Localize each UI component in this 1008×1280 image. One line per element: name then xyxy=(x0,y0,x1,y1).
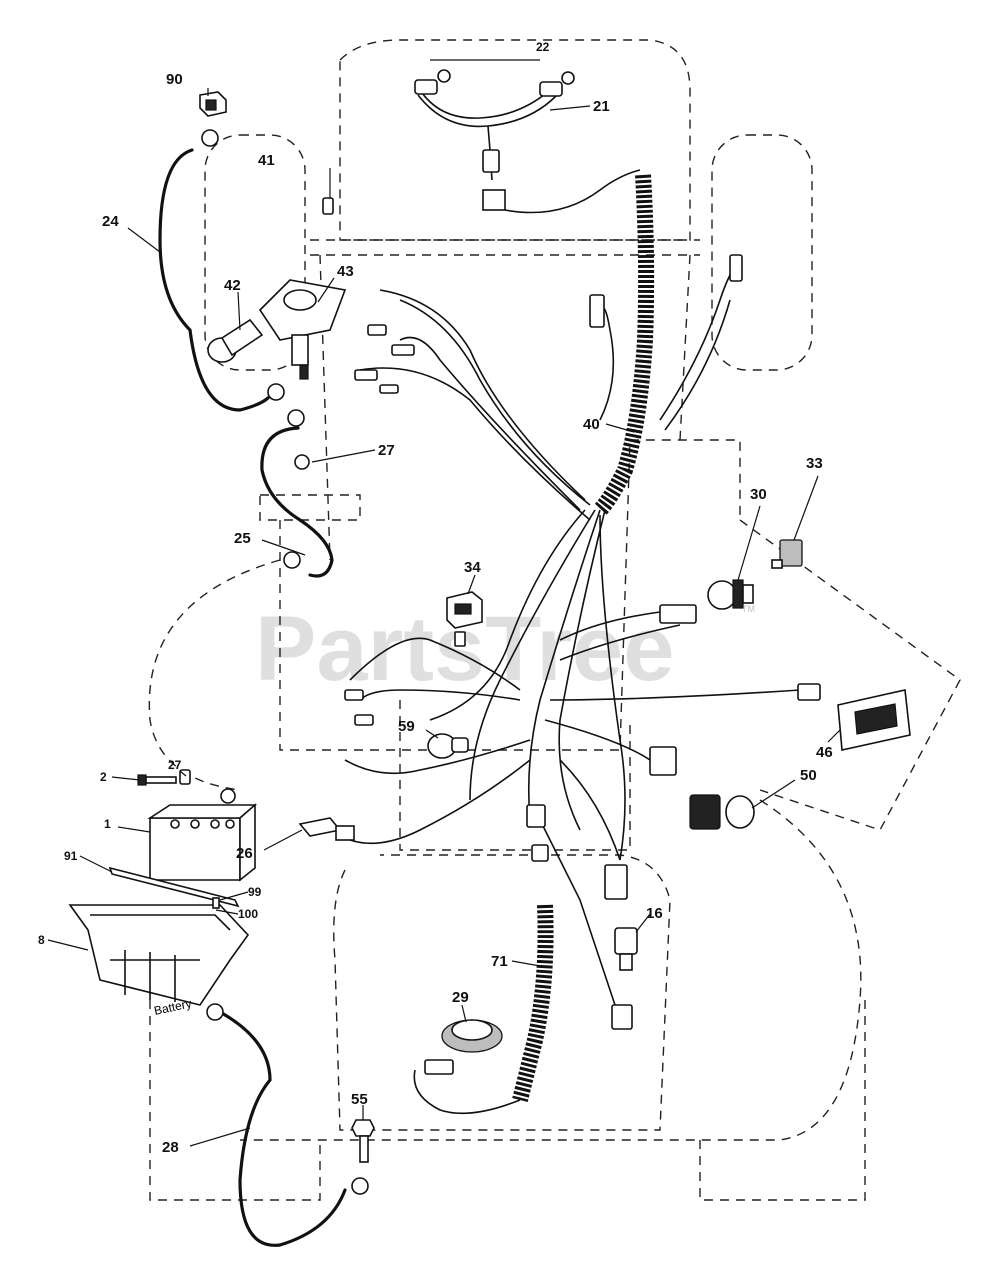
bolt-icon xyxy=(137,774,177,786)
callout-29: 29 xyxy=(452,989,469,1006)
tractor-outline xyxy=(148,39,961,1201)
harness-connector-icon xyxy=(367,324,387,336)
callout-55: 55 xyxy=(351,1091,368,1108)
battery-box-icon: Battery xyxy=(68,904,250,1018)
cable-terminal-icon xyxy=(206,1003,224,1021)
cable-terminal-icon xyxy=(283,551,301,569)
callout-40: 40 xyxy=(583,416,600,433)
callout-50: 50 xyxy=(800,767,817,784)
harness-connector-icon xyxy=(797,683,821,701)
svg-text:Battery: Battery xyxy=(153,996,193,1018)
harness-connector-icon xyxy=(391,344,415,356)
harness-connectors xyxy=(344,254,821,1030)
callout-34: 34 xyxy=(464,559,481,576)
headlight-bulb-icon xyxy=(414,69,451,95)
solenoid-icon xyxy=(258,279,347,380)
callout-27: 27 xyxy=(378,442,395,459)
pto-switch-icon xyxy=(424,1019,503,1075)
callout-90: 90 xyxy=(166,71,183,88)
washer-icon xyxy=(294,454,310,470)
lower-harness-conduit xyxy=(413,904,554,1115)
callout-22: 22 xyxy=(536,40,550,54)
bolt-icon xyxy=(351,1119,375,1163)
rocker-switch-icon xyxy=(689,794,755,830)
callout-33: 33 xyxy=(806,455,823,472)
cable-terminal-icon xyxy=(220,788,236,804)
callout-8: 8 xyxy=(38,933,45,947)
harness-connector-icon xyxy=(354,714,374,726)
battery-cable-lower xyxy=(206,1003,369,1247)
callout-42: 42 xyxy=(224,277,241,294)
leader-lines xyxy=(47,59,841,1147)
cable-terminal-icon xyxy=(287,409,305,427)
main-harness-conduit xyxy=(594,174,655,516)
harness-connector-icon xyxy=(659,604,697,624)
svg-text:TM: TM xyxy=(742,604,755,614)
cable-terminal-icon xyxy=(201,129,219,147)
battery-cable-ground xyxy=(260,409,334,578)
harness-connector-icon xyxy=(379,384,399,394)
callout-59: 59 xyxy=(398,718,415,735)
connector-plug-icon xyxy=(298,817,355,841)
callout-16: 16 xyxy=(646,905,663,922)
callout-41: 41 xyxy=(258,152,275,169)
callout-43: 43 xyxy=(337,263,354,280)
callout-labels: 90 24 41 42 43 22 21 40 27 25 34 33 30 5… xyxy=(38,40,833,1156)
callout-91: 91 xyxy=(64,849,78,863)
harness-connector-icon xyxy=(454,631,466,647)
seat-switch-icon xyxy=(446,591,483,629)
harness-connector-icon xyxy=(526,804,546,828)
bolt-icon xyxy=(212,897,220,909)
cable-terminal-icon xyxy=(267,383,285,401)
harness-connector-icon xyxy=(611,1004,633,1030)
solenoid-assembly xyxy=(207,197,347,380)
callout-100: 100 xyxy=(238,907,258,921)
callout-25: 25 xyxy=(234,530,251,547)
callout-30: 30 xyxy=(750,486,767,503)
callout-1: 1 xyxy=(104,817,111,831)
bolt-icon xyxy=(322,197,334,215)
callout-2: 2 xyxy=(100,770,107,784)
hour-meter-icon xyxy=(837,689,911,751)
harness-connector-icon xyxy=(354,369,378,381)
harness-connector-icon xyxy=(482,149,506,211)
solenoid-boot-icon xyxy=(207,318,264,363)
clutch-switch-icon xyxy=(614,927,638,971)
harness-connector-icon xyxy=(604,864,628,900)
battery-cable-positive xyxy=(158,91,285,412)
indicator-lamp-icon xyxy=(427,733,469,759)
callout-24: 24 xyxy=(102,213,119,230)
harness-connector-icon xyxy=(649,746,677,776)
terminal-cover-icon xyxy=(199,91,227,117)
ignition-switch-icon xyxy=(707,579,754,610)
headlight-harness xyxy=(414,69,641,214)
callout-27-battery: 27 xyxy=(168,758,182,772)
callout-28: 28 xyxy=(162,1139,179,1156)
harness-connector-icon xyxy=(729,254,743,282)
callout-26: 26 xyxy=(236,845,253,862)
harness-connector-icon xyxy=(344,689,364,701)
harness-connector-icon xyxy=(531,844,549,862)
callout-46: 46 xyxy=(816,744,833,761)
harness-connector-icon xyxy=(589,294,605,328)
callout-99: 99 xyxy=(248,885,262,899)
headlight-bulb-icon xyxy=(539,71,575,97)
callout-71: 71 xyxy=(491,953,508,970)
callout-21: 21 xyxy=(593,98,610,115)
fuse-icon xyxy=(771,539,803,569)
cable-terminal-icon xyxy=(351,1177,369,1195)
battery-icon xyxy=(147,803,258,882)
